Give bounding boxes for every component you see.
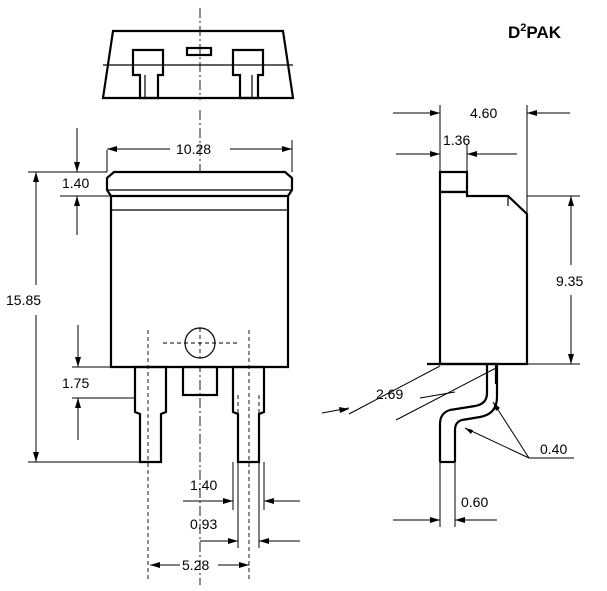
dim-lead-pitch: 5.28 xyxy=(150,557,249,573)
dim-label-height-total: 15.85 xyxy=(6,292,41,308)
dim-label-radius: 0.40 xyxy=(540,441,567,457)
dim-lead-narrow: 0.93 xyxy=(190,462,300,548)
side-view xyxy=(427,170,529,464)
dim-standoff: 2.69 xyxy=(321,365,497,421)
dim-side-tab: 1.36 xyxy=(396,132,517,172)
dim-label-lead-pitch: 5.28 xyxy=(182,557,209,573)
dim-width-body: 10.28 xyxy=(106,140,293,172)
dim-height-total: 15.85 xyxy=(6,171,140,463)
dim-label-lead-thickness: 0.60 xyxy=(461,494,488,510)
dim-label-lead-bend: 1.75 xyxy=(62,375,89,391)
dim-side-height: 9.35 xyxy=(527,195,583,365)
dim-lead-bend: 1.75 xyxy=(62,325,135,440)
dim-lead-width: 1.40 xyxy=(183,462,300,510)
dim-lead-thickness: 0.60 xyxy=(393,462,497,527)
front-view xyxy=(105,110,294,585)
dim-label-tab-top: 1.40 xyxy=(62,175,89,191)
dim-label-lead-width: 1.40 xyxy=(190,477,217,493)
dim-label-lead-narrow: 0.93 xyxy=(190,516,217,532)
dim-label-side-tab: 1.36 xyxy=(443,132,470,148)
dim-label-side-depth: 4.60 xyxy=(470,105,497,121)
dim-tab-top: 1.40 xyxy=(60,128,111,235)
dim-label-width-body: 10.28 xyxy=(176,141,211,157)
dim-radius: 0.40 xyxy=(464,401,574,459)
top-view xyxy=(101,8,295,100)
dim-label-side-height: 9.35 xyxy=(556,273,583,289)
package-title: D2PAK xyxy=(508,22,562,42)
dim-label-standoff: 2.69 xyxy=(376,386,403,402)
